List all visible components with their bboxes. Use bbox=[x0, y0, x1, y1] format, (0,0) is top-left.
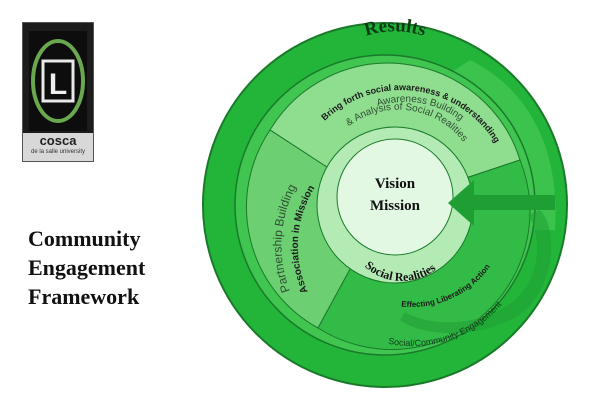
cosca-logo: L cosca de la salle university bbox=[22, 22, 94, 162]
title-line-1: Community bbox=[28, 226, 141, 251]
cycle-arrow-icon bbox=[400, 210, 552, 334]
logo-letter: L bbox=[49, 68, 67, 101]
logo-name: cosca bbox=[39, 133, 77, 148]
center-circle bbox=[336, 138, 454, 256]
title-line-3: Framework bbox=[28, 284, 140, 309]
arrow-head-icon bbox=[448, 180, 474, 226]
center-line-2: Mission bbox=[370, 198, 421, 214]
arrow-shaft bbox=[470, 195, 555, 210]
logo-ring-icon bbox=[31, 39, 85, 123]
center-line-1: Vision bbox=[375, 176, 416, 192]
title-line-2: Engagement bbox=[28, 255, 146, 280]
logo-subtitle: de la salle university bbox=[30, 149, 86, 155]
logo-frame-icon bbox=[41, 59, 75, 103]
segment-left bbox=[246, 129, 386, 329]
framework-title: Community Engagement Framework bbox=[28, 224, 198, 311]
logo-caption: cosca de la salle university bbox=[23, 133, 93, 161]
logo-emblem: L bbox=[29, 31, 87, 131]
